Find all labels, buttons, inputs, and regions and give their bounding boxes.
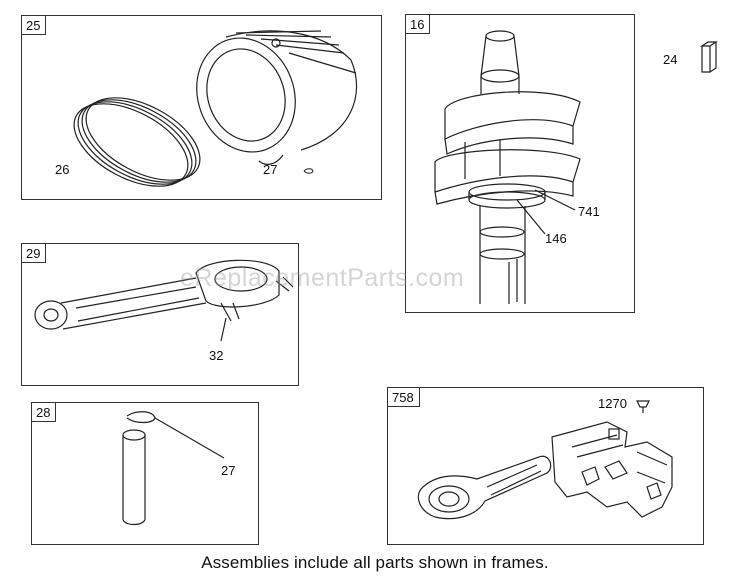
callout-32: 32 [209, 348, 224, 363]
crankshaft-drawing [434, 30, 581, 304]
key-part-drawing [700, 41, 718, 73]
piston-pin-drawing [122, 411, 225, 526]
frame-tag-16: 16 [406, 15, 431, 34]
diagram-caption: Assemblies include all parts shown in fr… [201, 553, 549, 572]
connecting-rod-drawing [34, 259, 294, 342]
callout-1270: 1270 [598, 396, 627, 411]
watermark: eReplacementParts.com [180, 264, 465, 292]
callout-26: 26 [55, 162, 70, 177]
cover-assembly-drawing [417, 400, 673, 520]
frame-piston-assembly: 25 [21, 15, 382, 200]
callout-24: 24 [663, 52, 678, 67]
frame-crankshaft: 16 [405, 14, 635, 313]
callout-27-clip: 27 [263, 162, 278, 177]
frame-tag-25: 25 [22, 16, 47, 35]
piston-rings-drawing [73, 30, 358, 187]
frame-piston-pin: 28 [31, 402, 259, 545]
callout-741: 741 [578, 204, 600, 219]
callout-146: 146 [545, 231, 567, 246]
frame-tag-758: 758 [388, 388, 420, 407]
frame-tag-29: 29 [22, 244, 47, 263]
callout-27-pin-clip: 27 [221, 463, 236, 478]
frame-cover-assembly: 758 [387, 387, 704, 545]
frame-tag-28: 28 [32, 403, 57, 422]
